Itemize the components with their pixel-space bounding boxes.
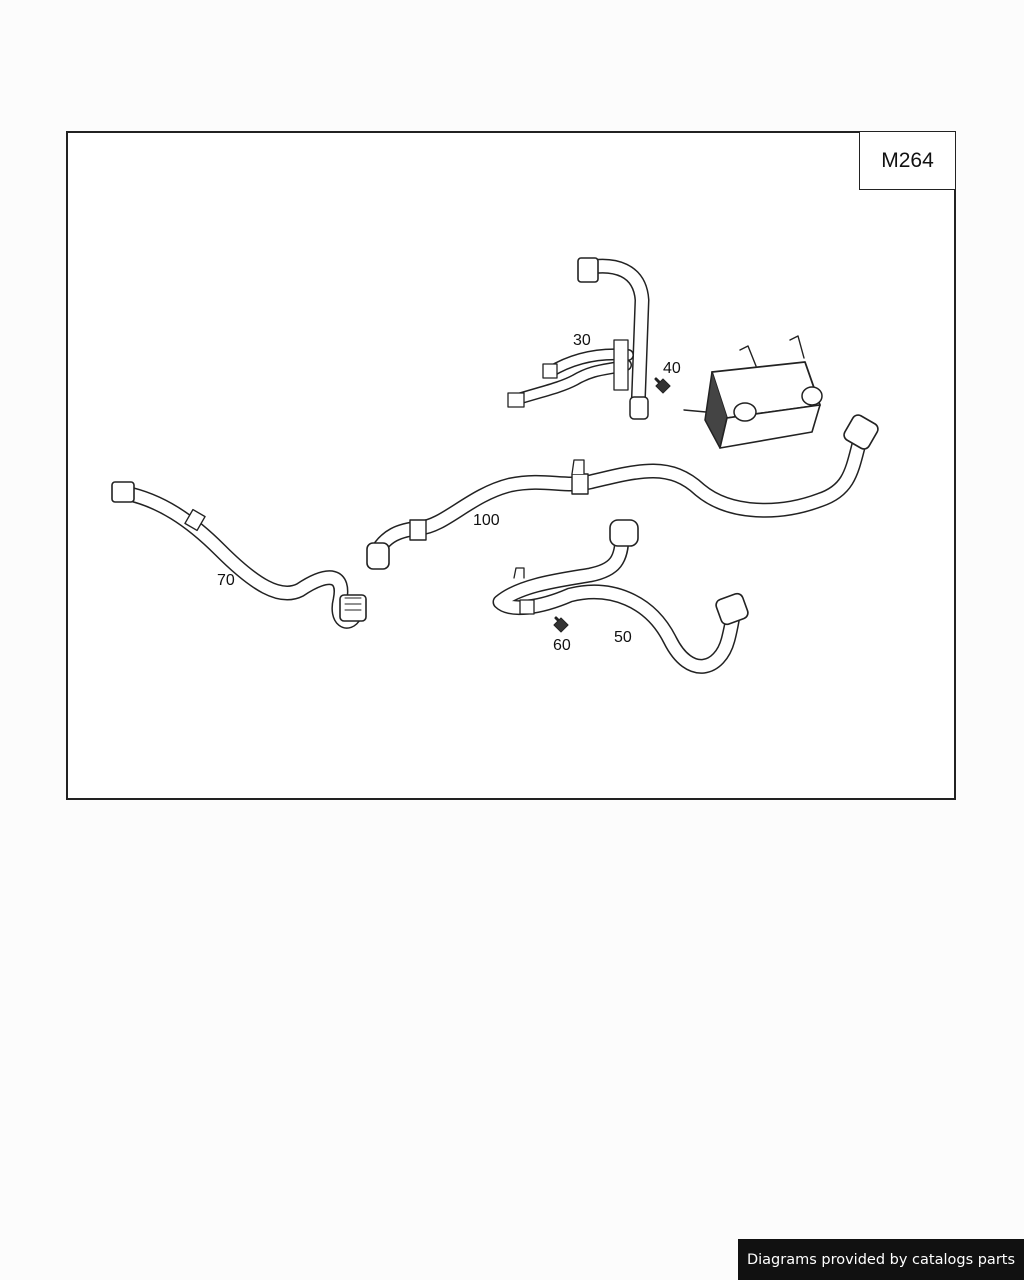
diagram-frame: M264 [66, 131, 956, 800]
callout-100: 100 [473, 512, 500, 529]
callout-40: 40 [663, 360, 681, 377]
callout-70: 70 [217, 572, 235, 589]
oil-cooler[interactable] [683, 335, 823, 449]
bolt-60[interactable] [553, 616, 569, 633]
hose-70[interactable] [111, 481, 367, 629]
callout-50: 50 [614, 629, 632, 646]
engine-code-label: M264 [859, 131, 956, 190]
hose-50[interactable] [492, 519, 750, 674]
credit-footer: Diagrams provided by catalogs parts [738, 1239, 1024, 1280]
callout-60: 60 [553, 637, 571, 654]
bolt-40[interactable] [654, 377, 671, 394]
hose-100[interactable] [366, 413, 880, 570]
hose-30[interactable] [507, 257, 650, 420]
callout-30: 30 [573, 332, 591, 349]
